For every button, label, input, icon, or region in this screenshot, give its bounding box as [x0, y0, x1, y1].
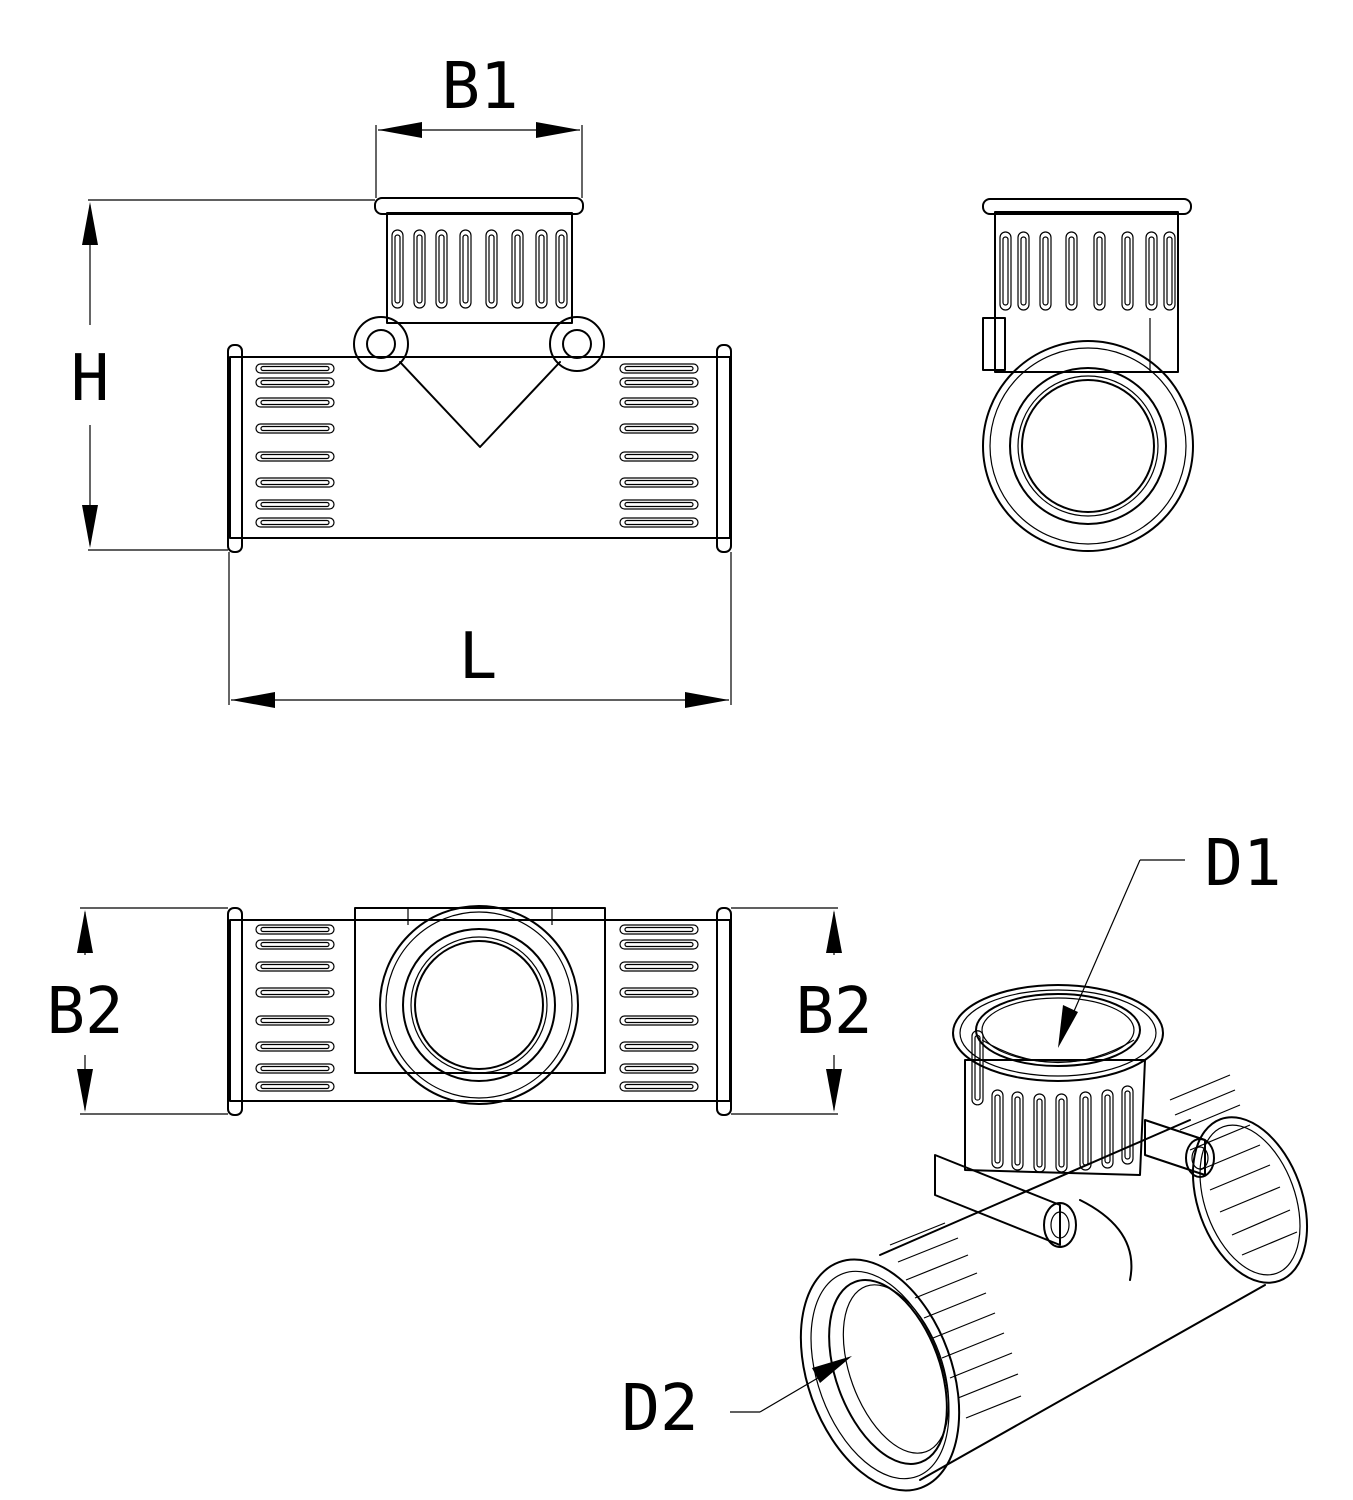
isometric-view — [799, 984, 1309, 1492]
branch-grip-slots — [391, 229, 568, 309]
dimension-b2-left — [77, 907, 228, 1115]
l-label: L — [459, 620, 498, 694]
right-grip-slots — [619, 363, 699, 528]
front-view — [227, 197, 732, 553]
left-grip-slots — [255, 363, 335, 528]
side-grip-slots — [999, 231, 1176, 311]
dimension-b2-right — [731, 907, 842, 1115]
leader-d2 — [730, 1356, 852, 1413]
b2-right-label: B2 — [795, 975, 872, 1049]
b1-label: B1 — [441, 50, 518, 124]
top-view — [227, 905, 732, 1116]
iso-left-grip-slots — [889, 1222, 1022, 1419]
d2-label: D2 — [621, 1372, 698, 1446]
side-view — [982, 198, 1194, 552]
top-right-grip-slots — [619, 924, 699, 1092]
b2-left-label: B2 — [46, 975, 123, 1049]
d1-label: D1 — [1204, 827, 1281, 901]
h-label: H — [71, 342, 110, 416]
leader-d1 — [1058, 859, 1185, 1048]
top-left-grip-slots — [255, 924, 335, 1092]
dimension-l — [228, 552, 732, 708]
iso-right-grip-slots — [1169, 1074, 1298, 1256]
dimension-h — [82, 199, 375, 551]
dimension-b1 — [375, 122, 583, 198]
